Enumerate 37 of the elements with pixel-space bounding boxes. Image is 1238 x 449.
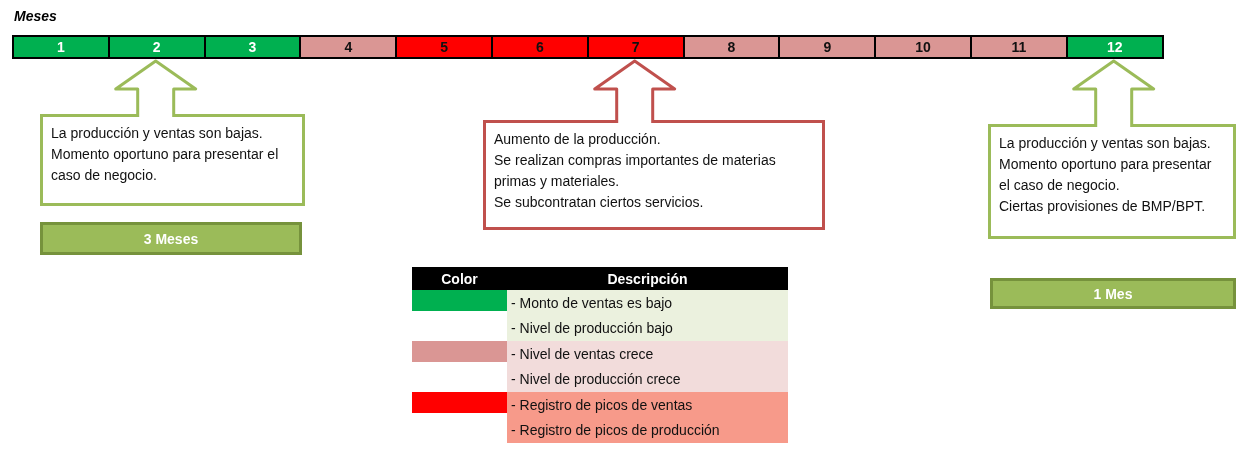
month-cell: 12 <box>1065 35 1164 59</box>
callout-text: La producción y ventas son bajas. <box>999 134 1212 153</box>
timeline-title: Meses <box>14 8 57 24</box>
callout-text: Momento oportuno para presentar el caso de negocio. <box>999 155 1213 195</box>
block-arrow <box>114 59 198 119</box>
month-cell: 7 <box>586 35 685 59</box>
callout-text: Se subcontratan ciertos servicios. <box>494 193 705 212</box>
callout-box <box>988 124 1236 239</box>
callout-text: Se realizan compras importantes de materias primas y materiales. <box>494 151 777 191</box>
callout-box <box>483 120 825 230</box>
duration-bar: 1 Mes <box>990 278 1236 309</box>
callout-box <box>40 114 305 206</box>
month-cell: 4 <box>299 35 398 59</box>
month-cell: 8 <box>682 35 781 59</box>
block-arrow <box>593 59 677 125</box>
month-cell: 5 <box>395 35 493 59</box>
column-header: Color <box>440 269 479 289</box>
month-cell: 3 <box>203 35 302 59</box>
legend-text: - Monto de ventas es bajo <box>507 290 788 316</box>
callout-text: Ciertas provisiones de BMP/BPT. <box>999 197 1207 216</box>
month-cell: 6 <box>491 35 589 59</box>
legend-text: - Nivel de producción bajo <box>507 315 788 341</box>
month-cell: 1 <box>12 35 110 59</box>
month-cell: 11 <box>970 35 1068 59</box>
legend-text: - Nivel de producción crece <box>507 366 788 392</box>
callout-text: Momento oportuno para presentar el caso de negocio. <box>51 145 280 185</box>
callout-text: Aumento de la producción. <box>494 130 662 149</box>
callout-text: La producción y ventas son bajas. <box>51 124 264 143</box>
legend-text: - Registro de picos de ventas <box>507 392 788 418</box>
month-cell: 9 <box>778 35 877 59</box>
month-cell: 10 <box>874 35 972 59</box>
duration-bar: 3 Meses <box>40 222 302 255</box>
month-cell: 2 <box>107 35 206 59</box>
legend-text: - Registro de picos de producción <box>507 417 788 443</box>
block-arrow <box>1072 59 1156 129</box>
legend-text: - Nivel de ventas crece <box>507 341 788 367</box>
column-header: Descripción <box>606 269 689 289</box>
